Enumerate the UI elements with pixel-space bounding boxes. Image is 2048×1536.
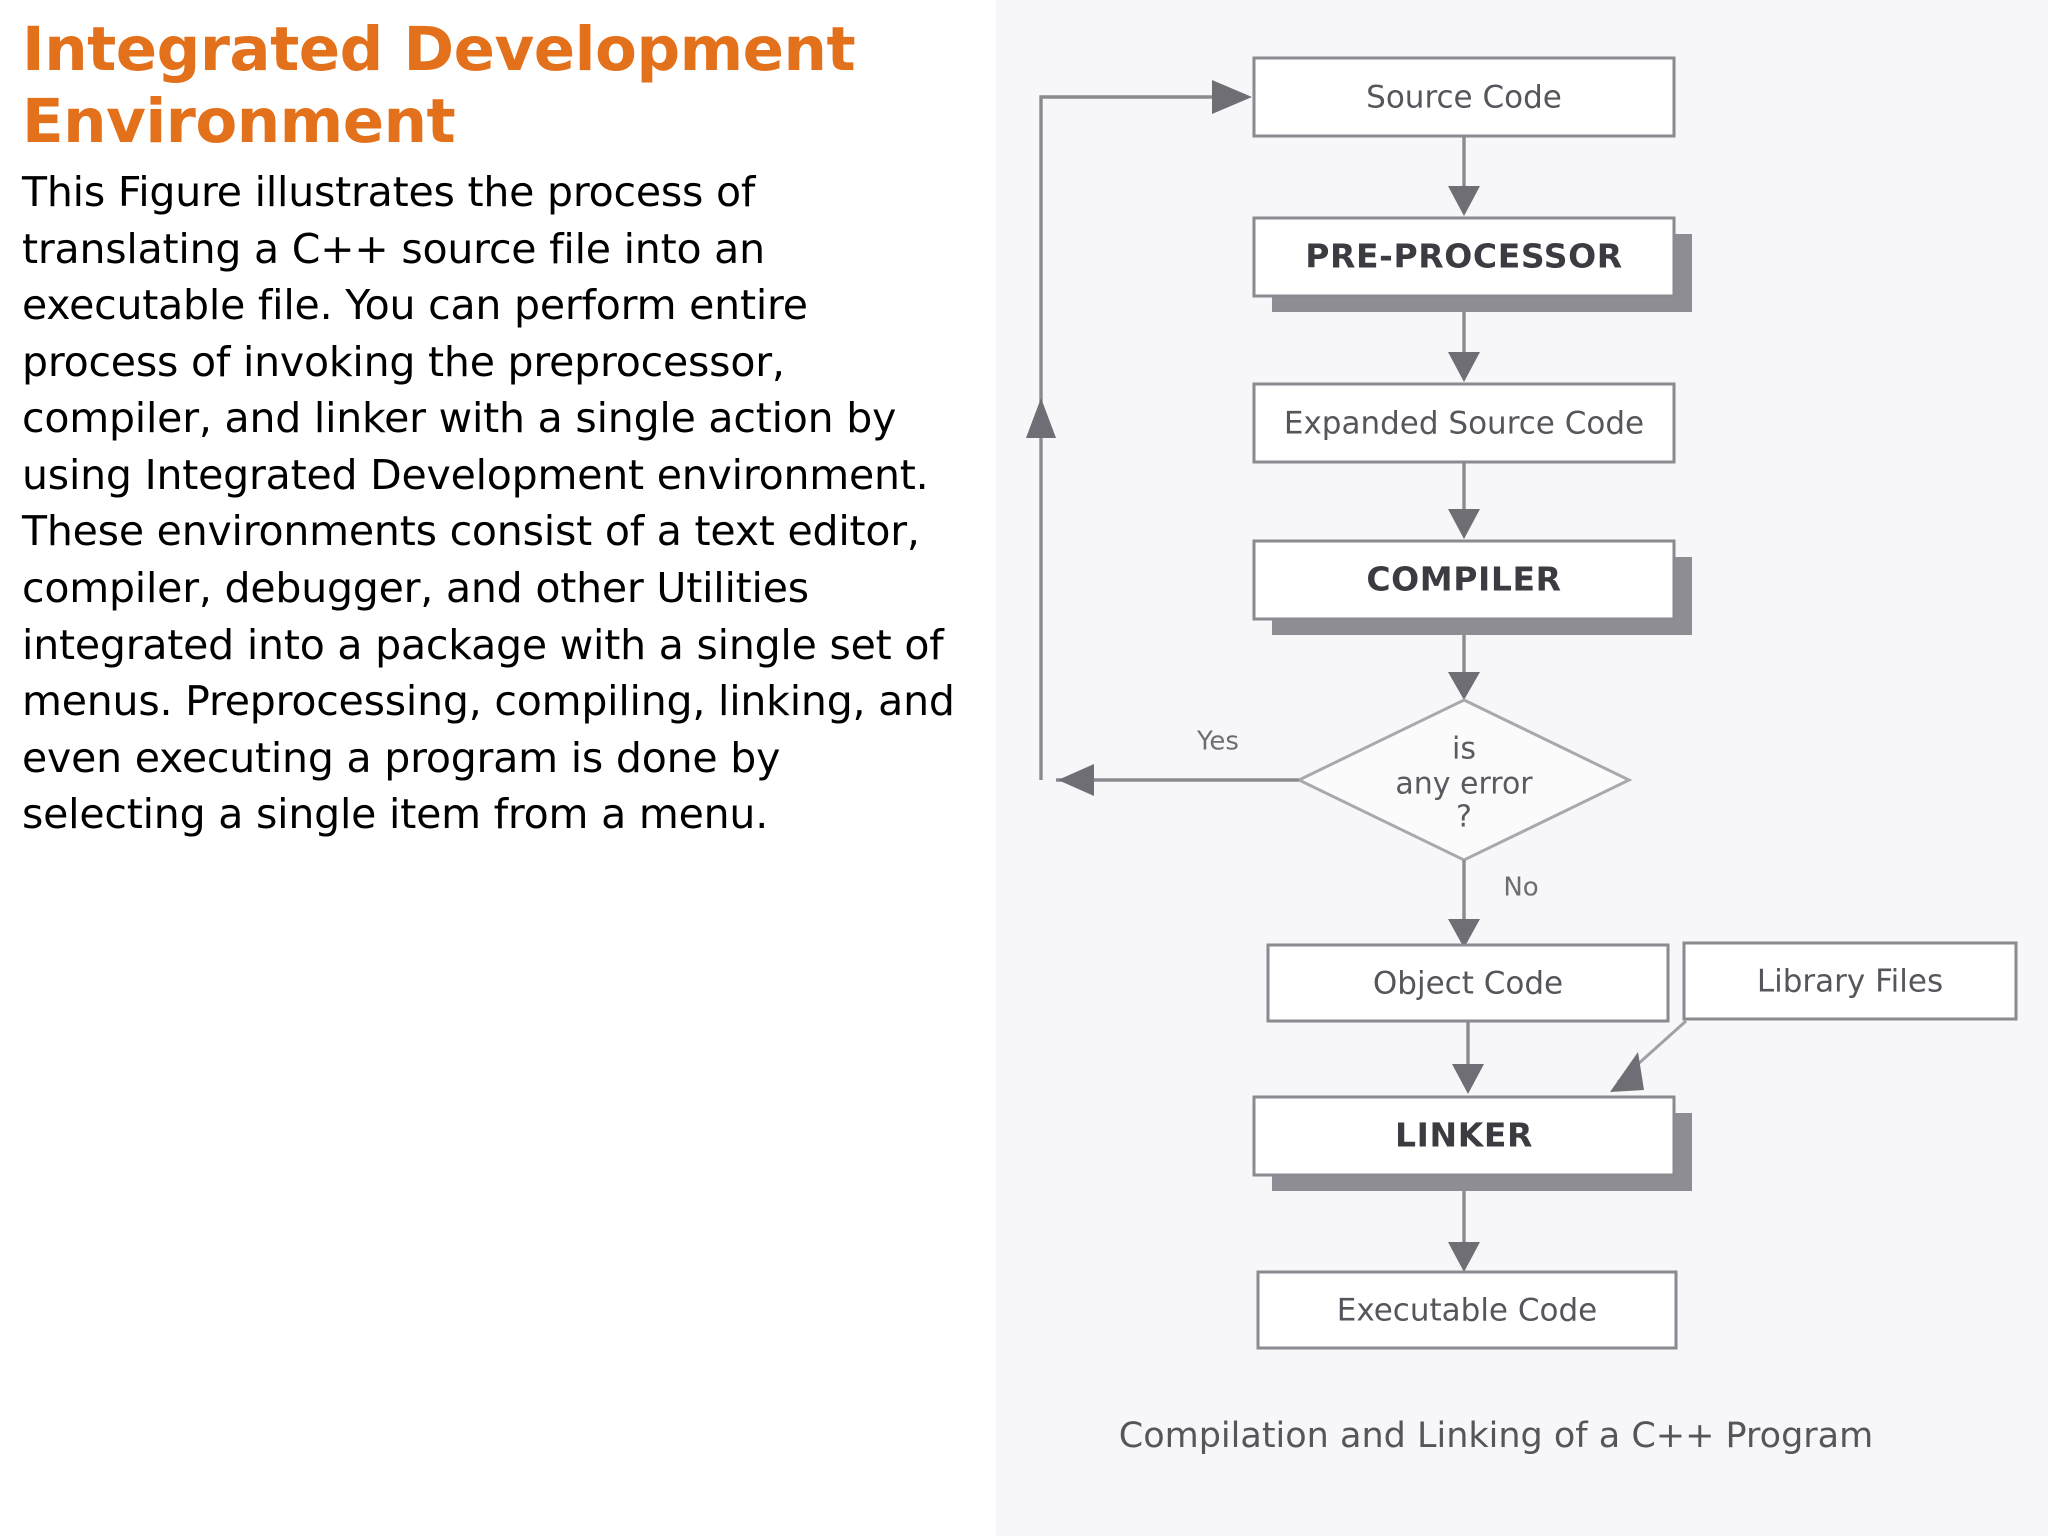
node-compiler: COMPILER bbox=[1252, 539, 1692, 635]
node-decision-line1: is bbox=[1452, 732, 1476, 767]
compilation-flowchart: Source Code PRE-PROCESSOR Expanded bbox=[1026, 56, 2018, 1456]
node-expanded-source-code: Expanded Source Code bbox=[1252, 382, 1676, 464]
node-source-code: Source Code bbox=[1252, 56, 1676, 138]
edge-label-no: No bbox=[1503, 873, 1538, 903]
figure-panel: Source Code PRE-PROCESSOR Expanded bbox=[996, 0, 2048, 1536]
node-decision-line3: ? bbox=[1456, 800, 1472, 835]
edge-no-branch: No bbox=[1448, 860, 1539, 948]
node-object-code-label: Object Code bbox=[1373, 966, 1563, 1002]
node-compiler-label: COMPILER bbox=[1366, 560, 1561, 599]
edge-yes-branch: Yes bbox=[1056, 727, 1299, 796]
node-decision-line2: any error bbox=[1395, 767, 1533, 802]
node-linker: LINKER bbox=[1252, 1095, 1692, 1191]
node-preprocessor-label: PRE-PROCESSOR bbox=[1305, 237, 1623, 276]
node-linker-label: LINKER bbox=[1395, 1116, 1533, 1155]
node-executable-code-label: Executable Code bbox=[1337, 1293, 1597, 1329]
arrowhead-into-source-code bbox=[1212, 80, 1252, 114]
page-title: Integrated Development Environment bbox=[22, 14, 856, 157]
edge-label-yes: Yes bbox=[1196, 727, 1239, 757]
feedback-loop-edge bbox=[1026, 80, 1252, 780]
arrowhead-library-to-linker bbox=[1610, 1052, 1644, 1092]
edge-linker-to-executable bbox=[1448, 1191, 1480, 1272]
edge-source-to-preprocessor bbox=[1448, 136, 1480, 216]
node-library-files: Library Files bbox=[1682, 941, 2018, 1021]
edge-library-to-linker bbox=[1610, 1019, 1688, 1092]
node-decision-any-error: is any error ? bbox=[1295, 698, 1633, 862]
edge-object-to-linker bbox=[1452, 1021, 1484, 1094]
edge-compiler-to-decision bbox=[1448, 635, 1480, 700]
arrowhead-yes-branch bbox=[1058, 764, 1094, 796]
node-library-files-label: Library Files bbox=[1757, 964, 1943, 1000]
figure-caption: Compilation and Linking of a C++ Program bbox=[1119, 1416, 1873, 1456]
body-paragraph: This Figure illustrates the process of t… bbox=[22, 167, 955, 839]
edge-expanded-to-compiler bbox=[1448, 462, 1480, 539]
node-executable-code: Executable Code bbox=[1256, 1270, 1678, 1350]
text-content-panel: Integrated Development Environment This … bbox=[0, 0, 996, 1536]
node-object-code: Object Code bbox=[1266, 943, 1670, 1023]
node-expanded-source-code-label: Expanded Source Code bbox=[1284, 406, 1644, 442]
node-source-code-label: Source Code bbox=[1366, 80, 1562, 116]
edge-preprocessor-to-expanded bbox=[1448, 312, 1480, 382]
arrowhead-up-feedback bbox=[1026, 398, 1056, 438]
node-preprocessor: PRE-PROCESSOR bbox=[1252, 216, 1692, 312]
